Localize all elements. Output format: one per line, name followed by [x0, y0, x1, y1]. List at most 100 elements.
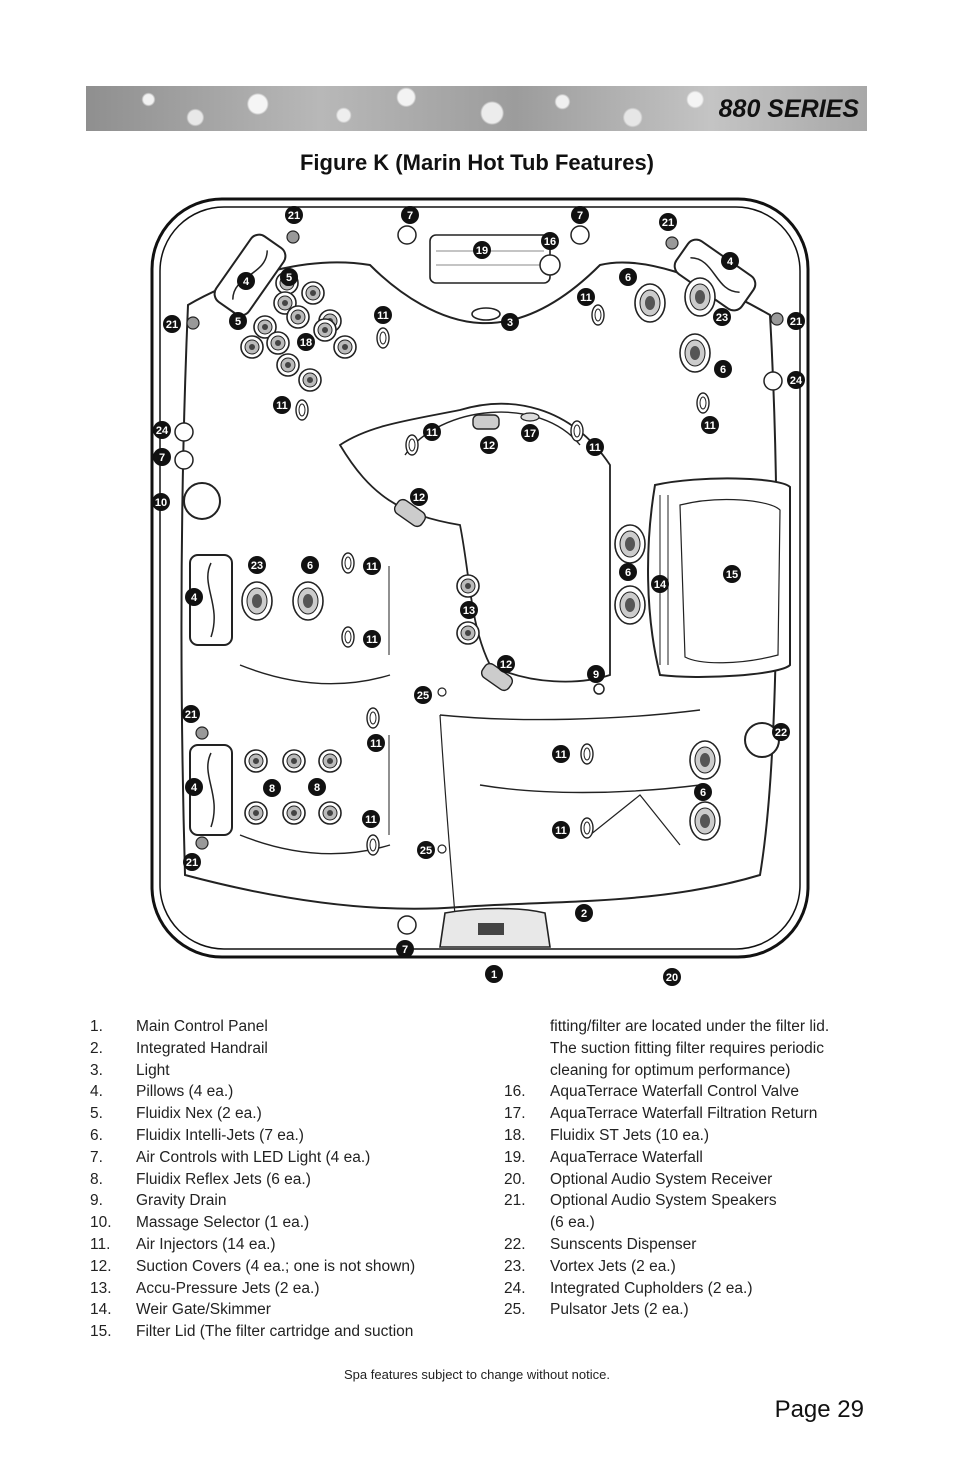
svg-text:11: 11 — [704, 420, 716, 432]
callout-12b: 12 — [410, 488, 428, 506]
callout-6b: 6 — [714, 360, 732, 378]
svg-text:7: 7 — [577, 210, 583, 222]
legend-item: 15.Filter Lid (The filter cartridge and … — [90, 1323, 414, 1341]
callout-21d: 21 — [787, 312, 805, 330]
svg-text:10: 10 — [155, 497, 167, 509]
legend-item: 13.Accu-Pressure Jets (2 ea.) — [90, 1279, 320, 1297]
svg-text:12: 12 — [483, 440, 495, 452]
svg-text:11: 11 — [555, 825, 567, 837]
legend-item: 18.Fluidix ST Jets (10 ea.) — [504, 1126, 710, 1144]
callout-4b: 4 — [721, 252, 739, 270]
svg-text:6: 6 — [625, 567, 631, 579]
svg-text:6: 6 — [700, 787, 706, 799]
callout-13: 13 — [460, 601, 478, 619]
legend-item: 11.Air Injectors (14 ea.) — [90, 1235, 276, 1253]
svg-text:7: 7 — [159, 452, 165, 464]
callout-4c: 4 — [185, 588, 203, 606]
callout-20: 20 — [663, 968, 681, 986]
callout-5b: 5 — [229, 312, 247, 330]
svg-text:15: 15 — [726, 569, 738, 581]
legend-item: 1.Main Control Panel — [90, 1018, 268, 1035]
callout-11d: 11 — [423, 423, 441, 441]
callout-7b: 7 — [571, 206, 589, 224]
callout-7c: 7 — [153, 448, 171, 466]
callout-19: 19 — [473, 241, 491, 259]
callout-11i: 11 — [367, 734, 385, 752]
legend-item: 19.AquaTerrace Waterfall — [504, 1148, 703, 1166]
callout-7a: 7 — [401, 206, 419, 224]
series-title: 880 SERIES — [718, 95, 859, 123]
legend-item: 21.Optional Audio System Speakers — [504, 1192, 777, 1210]
svg-text:8: 8 — [314, 782, 320, 794]
hot-tub-diagram: 1 2 3 4 4 4 4 5 5 6 6 6 6 6 7 7 7 7 8 8 … — [150, 197, 810, 986]
series-banner: 880 SERIES — [86, 86, 867, 131]
svg-text:11: 11 — [370, 738, 382, 750]
legend-continuation: cleaning for optimum performance) — [550, 1061, 791, 1079]
legend-item: 7.Air Controls with LED Light (4 ea.) — [90, 1148, 371, 1166]
footnote: Spa features subject to change without n… — [344, 1367, 610, 1382]
callout-11b: 11 — [577, 288, 595, 306]
legend-item: 3.Light — [90, 1061, 170, 1079]
legend-item: 8.Fluidix Reflex Jets (6 ea.) — [90, 1170, 311, 1188]
callout-11c: 11 — [273, 396, 291, 414]
callout-10: 10 — [152, 493, 170, 511]
legend-item: 9.Gravity Drain — [90, 1192, 227, 1210]
legend-item: 25.Pulsator Jets (2 ea.) — [504, 1301, 689, 1319]
svg-text:1: 1 — [491, 969, 497, 981]
callout-22: 22 — [772, 723, 790, 741]
svg-text:12: 12 — [500, 659, 512, 671]
callout-8a: 8 — [263, 779, 281, 797]
legend-item: 24.Integrated Cupholders (2 ea.) — [504, 1279, 753, 1297]
legend-item: 12.Suction Covers (4 ea.; one is not sho… — [90, 1257, 416, 1275]
legend-item: 10.Massage Selector (1 ea.) — [90, 1214, 310, 1232]
callout-11g: 11 — [363, 557, 381, 575]
callout-2: 2 — [575, 904, 593, 922]
svg-text:6: 6 — [625, 272, 631, 284]
svg-text:8: 8 — [269, 783, 275, 795]
svg-text:11: 11 — [366, 561, 378, 573]
callout-12a: 12 — [480, 436, 498, 454]
callout-21e: 21 — [182, 705, 200, 723]
svg-text:21: 21 — [186, 857, 198, 869]
svg-text:3: 3 — [507, 317, 513, 329]
callout-21f: 21 — [183, 853, 201, 871]
svg-text:11: 11 — [580, 292, 592, 304]
svg-text:5: 5 — [286, 272, 292, 284]
callout-21c: 21 — [163, 315, 181, 333]
svg-text:4: 4 — [191, 592, 198, 604]
callout-4a: 4 — [237, 272, 255, 290]
callout-6c: 6 — [301, 556, 319, 574]
legend-item: 20.Optional Audio System Receiver — [504, 1170, 773, 1188]
svg-text:23: 23 — [716, 312, 728, 324]
svg-text:4: 4 — [727, 256, 734, 268]
callout-25b: 25 — [417, 841, 435, 859]
legend-item: 6.Fluidix Intelli-Jets (7 ea.) — [90, 1126, 304, 1144]
svg-text:16: 16 — [544, 236, 556, 248]
svg-text:25: 25 — [420, 845, 432, 857]
callout-11l: 11 — [552, 821, 570, 839]
svg-text:21: 21 — [790, 316, 802, 328]
callout-24a: 24 — [153, 421, 171, 439]
svg-text:11: 11 — [276, 400, 288, 412]
callout-24b: 24 — [787, 371, 805, 389]
svg-text:7: 7 — [407, 210, 413, 222]
callout-4d: 4 — [185, 778, 203, 796]
svg-text:11: 11 — [426, 427, 438, 439]
legend-item: 22.Sunscents Dispenser — [504, 1235, 697, 1253]
callout-6d: 6 — [619, 563, 637, 581]
svg-text:21: 21 — [185, 709, 197, 721]
svg-text:2: 2 — [581, 908, 587, 920]
svg-text:14: 14 — [654, 579, 667, 591]
callout-25a: 25 — [414, 686, 432, 704]
legend-item: 5.Fluidix Nex (2 ea.) — [90, 1105, 262, 1123]
callout-16: 16 — [541, 232, 559, 250]
callout-5a: 5 — [280, 268, 298, 286]
callout-7d: 7 — [396, 940, 414, 958]
callout-18: 18 — [297, 333, 315, 351]
svg-text:12: 12 — [413, 492, 425, 504]
svg-text:19: 19 — [476, 245, 488, 257]
svg-text:7: 7 — [402, 944, 408, 956]
svg-text:21: 21 — [662, 217, 674, 229]
callout-9: 9 — [587, 665, 605, 683]
callout-12c: 12 — [497, 655, 515, 673]
